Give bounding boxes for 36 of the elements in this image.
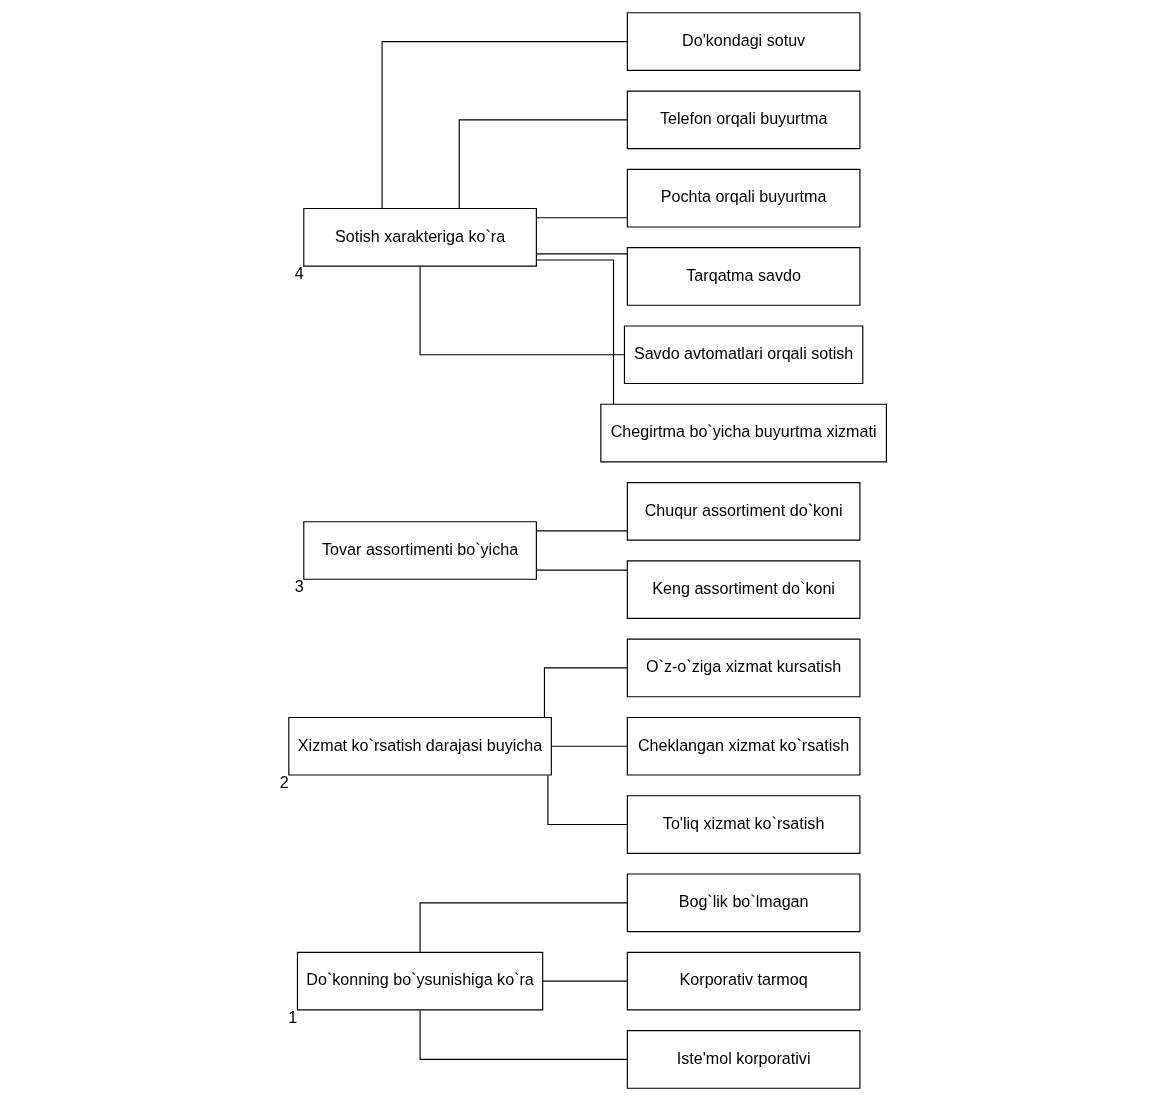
connector [550,745,628,747]
node-label: 2 [279,772,289,791]
node-box: Xizmat ko`rsatish darajasi buyicha [287,716,552,776]
node-box: Bog`lik bo`lmagan [626,873,860,933]
node-label: 1 [287,1007,297,1026]
node-box: Keng assortiment do`koni [626,560,860,619]
node-box: Korporativ tarmoq [626,951,860,1011]
node-box: Pochta orqali buyurtma [626,168,860,228]
connector [535,253,628,255]
node-label: 4 [294,264,304,282]
node-box: Do'kondagi sotuv [626,12,860,71]
node-box: To'liq xizmat ko`rsatish [626,795,860,854]
connector [381,41,628,209]
connector [535,217,628,219]
node-box: Chuqur assortiment do`koni [626,482,860,541]
connector [541,980,628,982]
connector [535,259,614,405]
connector [419,265,625,356]
node-box: O`z-o`ziga xizmat kursatish [626,638,860,698]
node-box: Sotish xarakteriga ko`ra [302,207,537,267]
node-box: Do`konning bo`ysunishiga ko`ra [296,951,543,1011]
connector [535,530,628,532]
node-box: Iste'mol korporativi [626,1030,860,1089]
connector [458,119,628,209]
node-box: Cheklangan xizmat ko`rsatish [626,716,860,776]
connector [535,569,628,571]
node-box: Tarqatma savdo [626,247,860,306]
connector [543,667,628,718]
connector [419,902,628,953]
node-box: Chegirtma bo`yicha buyurtma xizmati [599,403,887,463]
connector [546,774,627,826]
node-box: Telefon orqali buyurtma [626,90,860,150]
node-box: Tovar assortimenti bo`yicha [302,521,537,580]
connector [419,1009,628,1060]
node-box: Savdo avtomatlari orqali sotish [623,325,863,385]
node-label: 3 [294,577,304,596]
